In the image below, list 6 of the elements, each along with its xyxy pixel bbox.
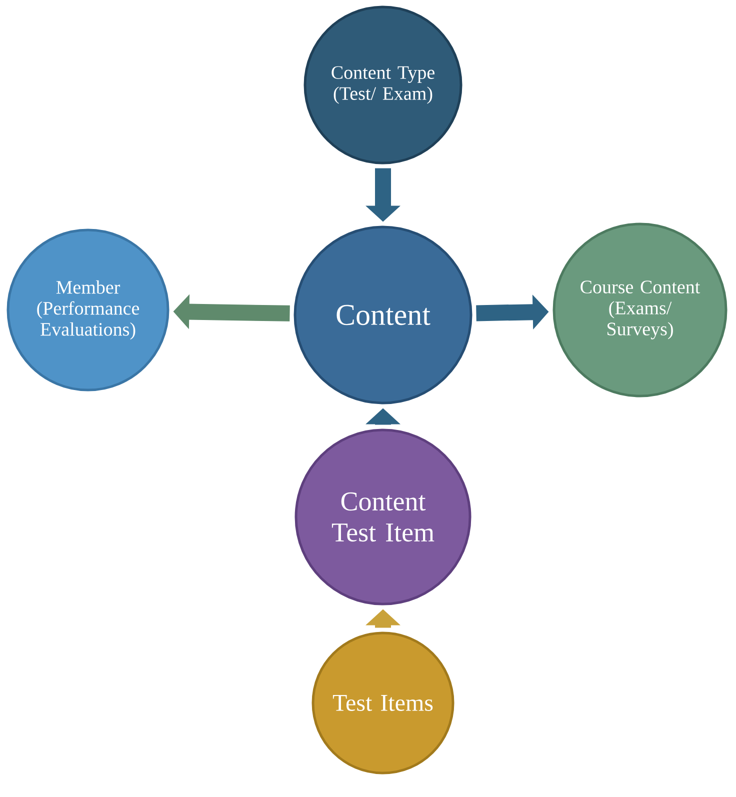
circle-node: Test Items (312, 632, 454, 774)
circle-node: Content (294, 226, 472, 404)
circle-node: Content Test Item (294, 428, 472, 606)
circle-node: Content Type (Test/ Exam) (304, 6, 462, 164)
circle-node: Member (Performance Evaluations) (6, 228, 170, 392)
circle-node: Course Content (Exams/ Surveys) (552, 222, 728, 398)
